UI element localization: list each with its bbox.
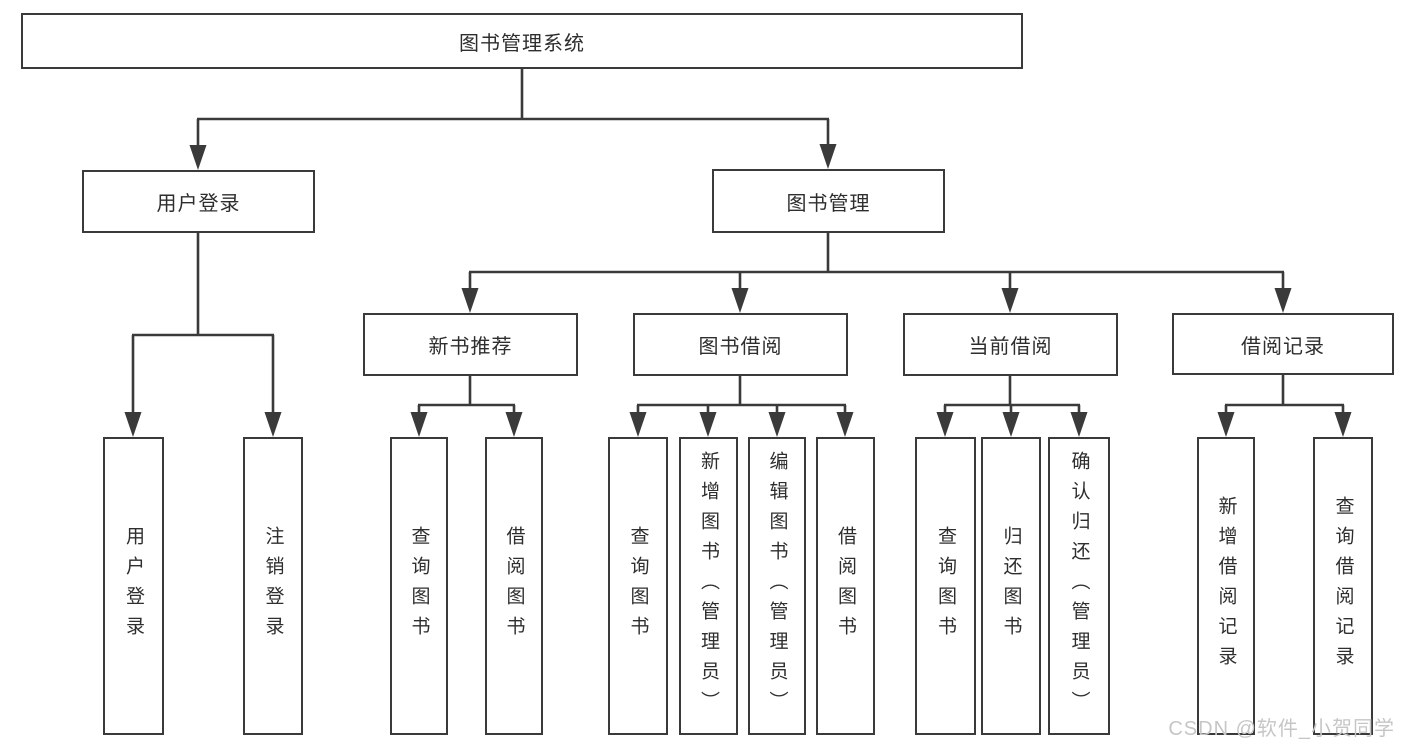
arrowhead <box>1070 412 1088 437</box>
leaf-borrow-books: 借阅图书 <box>816 437 875 735</box>
node-library-management-system: 图书管理系统 <box>21 13 1023 69</box>
node-current-borrowing: 当前借阅 <box>903 313 1118 376</box>
node-label: 查询借阅记录 <box>1332 496 1354 676</box>
node-user-login-branch: 用户登录 <box>82 170 315 233</box>
arrowhead <box>1001 288 1019 313</box>
csdn-watermark: CSDN @软件_小贺同学 <box>1168 718 1395 740</box>
node-new-book-recommendation: 新书推荐 <box>363 313 578 376</box>
arrowhead <box>1002 412 1020 437</box>
node-label: 借阅图书 <box>835 526 856 646</box>
leaf-confirm-return-admin: 确认归还（管理员） <box>1048 437 1110 735</box>
node-label: 查询图书 <box>627 526 649 646</box>
arrowhead <box>699 412 717 437</box>
arrowhead <box>731 288 749 313</box>
node-label: 查询图书 <box>408 526 430 646</box>
leaf-logout: 注销登录 <box>243 437 303 735</box>
node-label: 确认归还（管理员） <box>1068 451 1090 721</box>
arrowhead <box>505 412 523 437</box>
arrowhead <box>836 412 854 437</box>
node-label: 图书管理系统 <box>459 32 585 55</box>
leaf-query-books-recommend: 查询图书 <box>390 437 448 735</box>
arrowhead <box>1217 412 1235 437</box>
node-label: 借阅图书 <box>503 526 525 646</box>
node-borrowing-records: 借阅记录 <box>1172 313 1394 375</box>
node-label: 借阅记录 <box>1241 335 1325 358</box>
leaf-query-borrow-record: 查询借阅记录 <box>1313 437 1373 735</box>
node-label: 查询图书 <box>935 526 956 646</box>
leaf-add-borrow-record: 新增借阅记录 <box>1197 437 1255 735</box>
arrowhead <box>629 412 647 437</box>
arrowhead <box>1334 412 1352 437</box>
leaf-add-books-admin: 新增图书（管理员） <box>679 437 738 735</box>
leaf-query-books-current: 查询图书 <box>915 437 976 735</box>
node-label: 图书借阅 <box>698 336 783 358</box>
arrowhead <box>461 288 479 313</box>
node-label: 用户登录 <box>123 526 144 646</box>
node-label: 归还图书 <box>1000 526 1022 646</box>
node-label: 用户登录 <box>156 193 241 215</box>
arrowhead <box>124 412 142 437</box>
arrowhead <box>410 412 428 437</box>
leaf-return-books: 归还图书 <box>981 437 1041 735</box>
arrowhead <box>264 412 282 437</box>
leaf-query-books-borrow: 查询图书 <box>608 437 668 735</box>
node-label: 注销登录 <box>262 526 284 646</box>
node-label: 新书推荐 <box>428 336 513 358</box>
node-label: 当前借阅 <box>968 336 1053 358</box>
arrowhead <box>768 412 786 437</box>
arrowhead <box>189 145 207 170</box>
node-label: 编辑图书（管理员） <box>766 451 788 721</box>
node-label: 新增借阅记录 <box>1215 496 1237 676</box>
node-book-borrowing: 图书借阅 <box>633 313 848 376</box>
leaf-borrow-books-recommend: 借阅图书 <box>485 437 543 735</box>
node-book-management-branch: 图书管理 <box>712 169 945 233</box>
leaf-edit-books-admin: 编辑图书（管理员） <box>748 437 806 735</box>
node-label: 新增图书（管理员） <box>698 451 719 721</box>
node-label: 图书管理 <box>786 192 871 215</box>
arrowhead <box>936 412 954 437</box>
arrowhead <box>819 144 837 169</box>
arrowhead <box>1274 288 1292 313</box>
leaf-user-login: 用户登录 <box>103 437 164 735</box>
